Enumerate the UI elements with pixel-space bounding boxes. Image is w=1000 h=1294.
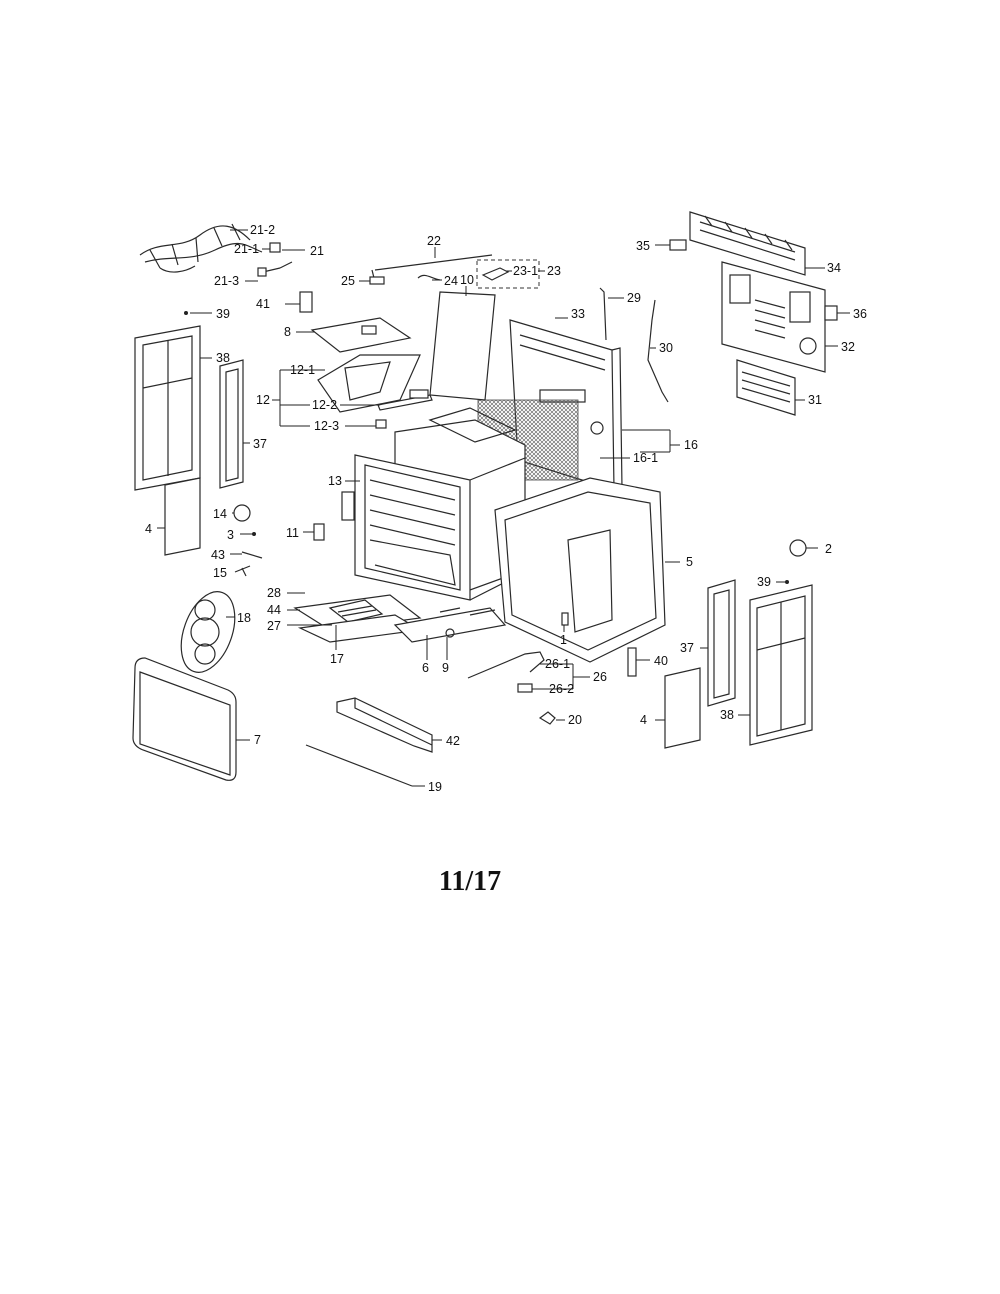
callout-6: 6 [422,661,429,675]
rear-cover-part [736,359,796,416]
callout-11: 11 [286,526,299,540]
burner-grate-part [180,591,236,673]
callout-44: 44 [267,603,281,617]
callout-3: 3 [227,528,234,542]
back-frame-part [477,319,623,491]
callout-12: 12 [256,393,270,407]
callout-40: 40 [654,654,668,668]
callout-34: 34 [827,261,841,275]
callout-21-1: 21-1 [234,242,259,256]
callout-41: 41 [256,297,270,311]
callout-13: 13 [328,474,342,488]
callout-12-2: 12-2 [312,398,337,412]
callout-23-1: 23-1 [513,264,538,278]
callout-21: 21 [310,244,324,258]
callout-7: 7 [254,733,261,747]
callout-37: 37 [253,437,267,451]
callout-8: 8 [284,325,291,339]
callout-23: 23 [547,264,561,278]
callout-10: 10 [460,273,474,287]
callout-17: 17 [330,652,344,666]
callout-2: 2 [825,542,832,556]
light-bulb-part [233,504,251,522]
callout-38-right: 38 [720,708,734,722]
callout-25: 25 [341,274,355,288]
hinge-part [627,647,637,677]
bottom-tray-part [393,607,569,643]
callout-39: 39 [216,307,230,321]
callout-30: 30 [659,341,673,355]
callout-4: 4 [145,522,152,536]
right-side-panel-part [749,584,813,746]
callout-12-1: 12-1 [290,363,315,377]
callout-26-2: 26-2 [549,682,574,696]
callout-4-right: 4 [640,713,647,727]
callout-36: 36 [853,307,867,321]
callout-37-right: 37 [680,641,694,655]
callout-16-1: 16-1 [633,451,658,465]
wire-part [241,551,263,559]
valve-part [313,523,325,541]
callout-28: 28 [267,586,281,600]
wire-harness-part [139,223,293,277]
rear-panel-part [721,261,838,373]
oven-cavity-part [341,291,526,601]
broil-pan-part [293,594,422,643]
small-screw-part [252,532,256,536]
door-glass-part [132,657,237,781]
callout-33: 33 [571,307,585,321]
callout-21-2: 21-2 [250,223,275,237]
right-side-strip-part [707,579,736,707]
screw-part [184,311,188,315]
igniter-part [467,651,556,725]
callout-19: 19 [428,780,442,794]
callout-38: 38 [216,351,230,365]
callout-15: 15 [213,566,227,580]
callout-20: 20 [568,713,582,727]
right-insulation-pad-part [664,667,701,749]
callout-22: 22 [427,234,441,248]
callout-32: 32 [841,340,855,354]
screw-part-right [785,580,789,584]
rod-part [305,744,413,787]
left-side-panel-part [134,325,201,491]
callout-42: 42 [446,734,460,748]
callout-12-3: 12-3 [314,419,339,433]
outer-wrapper-part [494,477,666,663]
callout-27: 27 [267,619,281,633]
knob-part [789,539,807,557]
callout-5: 5 [686,555,693,569]
callout-24: 24 [444,274,458,288]
top-plate-part [310,317,412,353]
callout-35: 35 [636,239,650,253]
callout-43: 43 [211,548,225,562]
callout-14: 14 [213,507,227,521]
page-number: 11/17 [438,866,502,897]
callout-26: 26 [593,670,607,684]
callout-1: 1 [560,633,567,647]
callout-18: 18 [237,611,251,625]
left-insulation-pad-part [164,477,201,556]
callout-29: 29 [627,291,641,305]
clip-part [234,565,251,577]
shroud-part [317,354,433,429]
callout-21-3: 21-3 [214,274,239,288]
callout-16: 16 [684,438,698,452]
callout-39-right: 39 [757,575,771,589]
callout-26-1: 26-1 [545,657,570,671]
callout-31: 31 [808,393,822,407]
bracket-part [299,291,313,313]
gas-tube-part [599,287,669,403]
kick-panel-part [336,697,433,753]
left-side-strip-part [219,359,244,489]
callout-9: 9 [442,661,449,675]
rear-vent-cover-part [669,211,806,276]
